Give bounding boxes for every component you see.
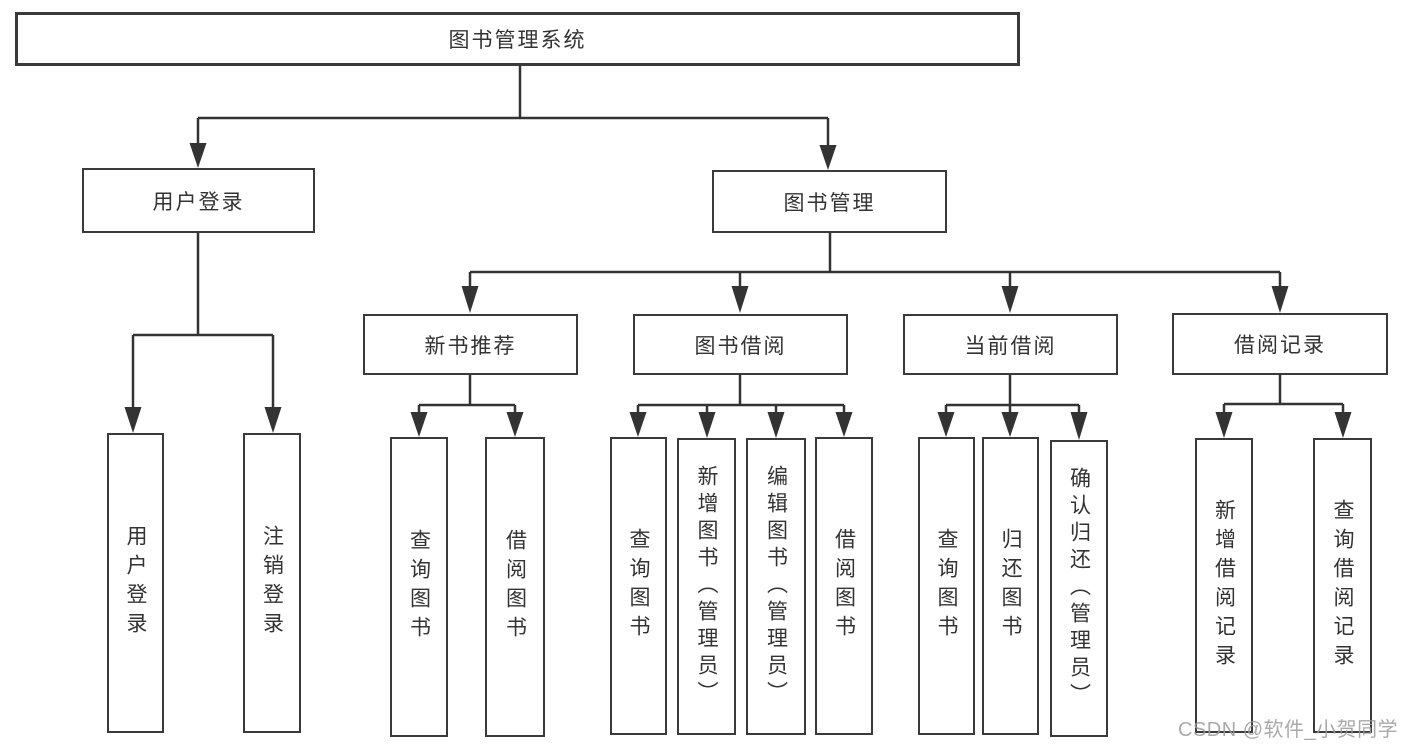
node-book-borrow: 图书借阅: [633, 314, 848, 375]
leaf-user-login: 用户登录: [107, 433, 164, 733]
node-label: 归还图书: [999, 528, 1023, 644]
leaf-edit-books-admin: 编辑图书（管理员）: [746, 438, 806, 735]
node-current-borrow: 当前借阅: [903, 314, 1118, 375]
arrow-icon: [1271, 286, 1289, 313]
node-label: 新增图书（管理员）: [695, 465, 719, 708]
csdn-watermark: CSDN @软件_小贺同学: [1178, 719, 1399, 741]
arrow-icon: [1215, 412, 1233, 438]
arrow-icon: [189, 143, 207, 168]
arrow-icon: [124, 407, 142, 433]
node-label: 借阅图书: [832, 528, 856, 644]
node-user-login: 用户登录: [82, 168, 315, 233]
node-label: 借阅图书: [503, 529, 527, 645]
node-library-management-system: 图书管理系统: [15, 12, 1020, 66]
node-label: 用户登录: [124, 525, 148, 641]
node-label: 确认归还（管理员）: [1067, 467, 1091, 710]
arrow-icon: [461, 286, 479, 313]
leaf-query-books: 查询图书: [610, 437, 667, 735]
leaf-confirm-return-admin: 确认归还（管理员）: [1050, 440, 1108, 737]
leaf-add-borrow-record: 新增借阅记录: [1195, 438, 1253, 733]
arrow-icon: [506, 412, 524, 437]
leaf-query-borrow-record: 查询借阅记录: [1313, 438, 1372, 733]
node-label: 查询图书: [627, 528, 651, 644]
node-label: 编辑图书（管理员）: [764, 465, 788, 708]
node-label: 查询图书: [407, 529, 431, 645]
node-book-management: 图书管理: [712, 170, 947, 233]
arrow-icon: [1070, 412, 1088, 440]
arrow-icon: [629, 412, 647, 437]
node-label: 查询借阅记录: [1331, 498, 1355, 673]
leaf-query-books: 查询图书: [918, 437, 975, 735]
arrow-icon: [698, 412, 716, 438]
arrow-icon: [731, 286, 749, 313]
node-label: 新书推荐: [424, 334, 517, 358]
leaf-borrow-books: 借阅图书: [815, 437, 873, 735]
node-new-book-recommend: 新书推荐: [363, 314, 578, 375]
arrowheads: [124, 143, 1352, 440]
node-label: 用户登录: [152, 190, 245, 214]
leaf-borrow-books: 借阅图书: [485, 437, 545, 737]
node-label: 新增借阅记录: [1212, 498, 1236, 673]
arrow-icon: [937, 412, 955, 437]
arrow-icon: [410, 412, 428, 437]
arrow-icon: [819, 145, 837, 170]
leaf-logout: 注销登录: [243, 433, 301, 733]
node-label: 查询图书: [935, 528, 959, 644]
node-label: 注销登录: [260, 525, 284, 641]
arrow-icon: [1334, 412, 1352, 438]
node-label: 当前借阅: [964, 334, 1057, 358]
leaf-add-books-admin: 新增图书（管理员）: [677, 438, 736, 735]
arrow-icon: [835, 412, 853, 437]
arrow-icon: [264, 407, 282, 433]
node-label: 借阅记录: [1234, 334, 1326, 357]
arrow-icon: [767, 412, 785, 438]
node-label: 图书借阅: [694, 334, 787, 358]
leaf-return-books: 归还图书: [982, 437, 1039, 735]
arrow-icon: [1001, 286, 1019, 313]
node-borrow-records: 借阅记录: [1172, 313, 1388, 375]
node-label: 图书管理: [783, 191, 876, 215]
leaf-query-books: 查询图书: [390, 437, 448, 737]
arrow-icon: [1001, 412, 1019, 437]
node-label: 图书管理系统: [448, 29, 587, 52]
